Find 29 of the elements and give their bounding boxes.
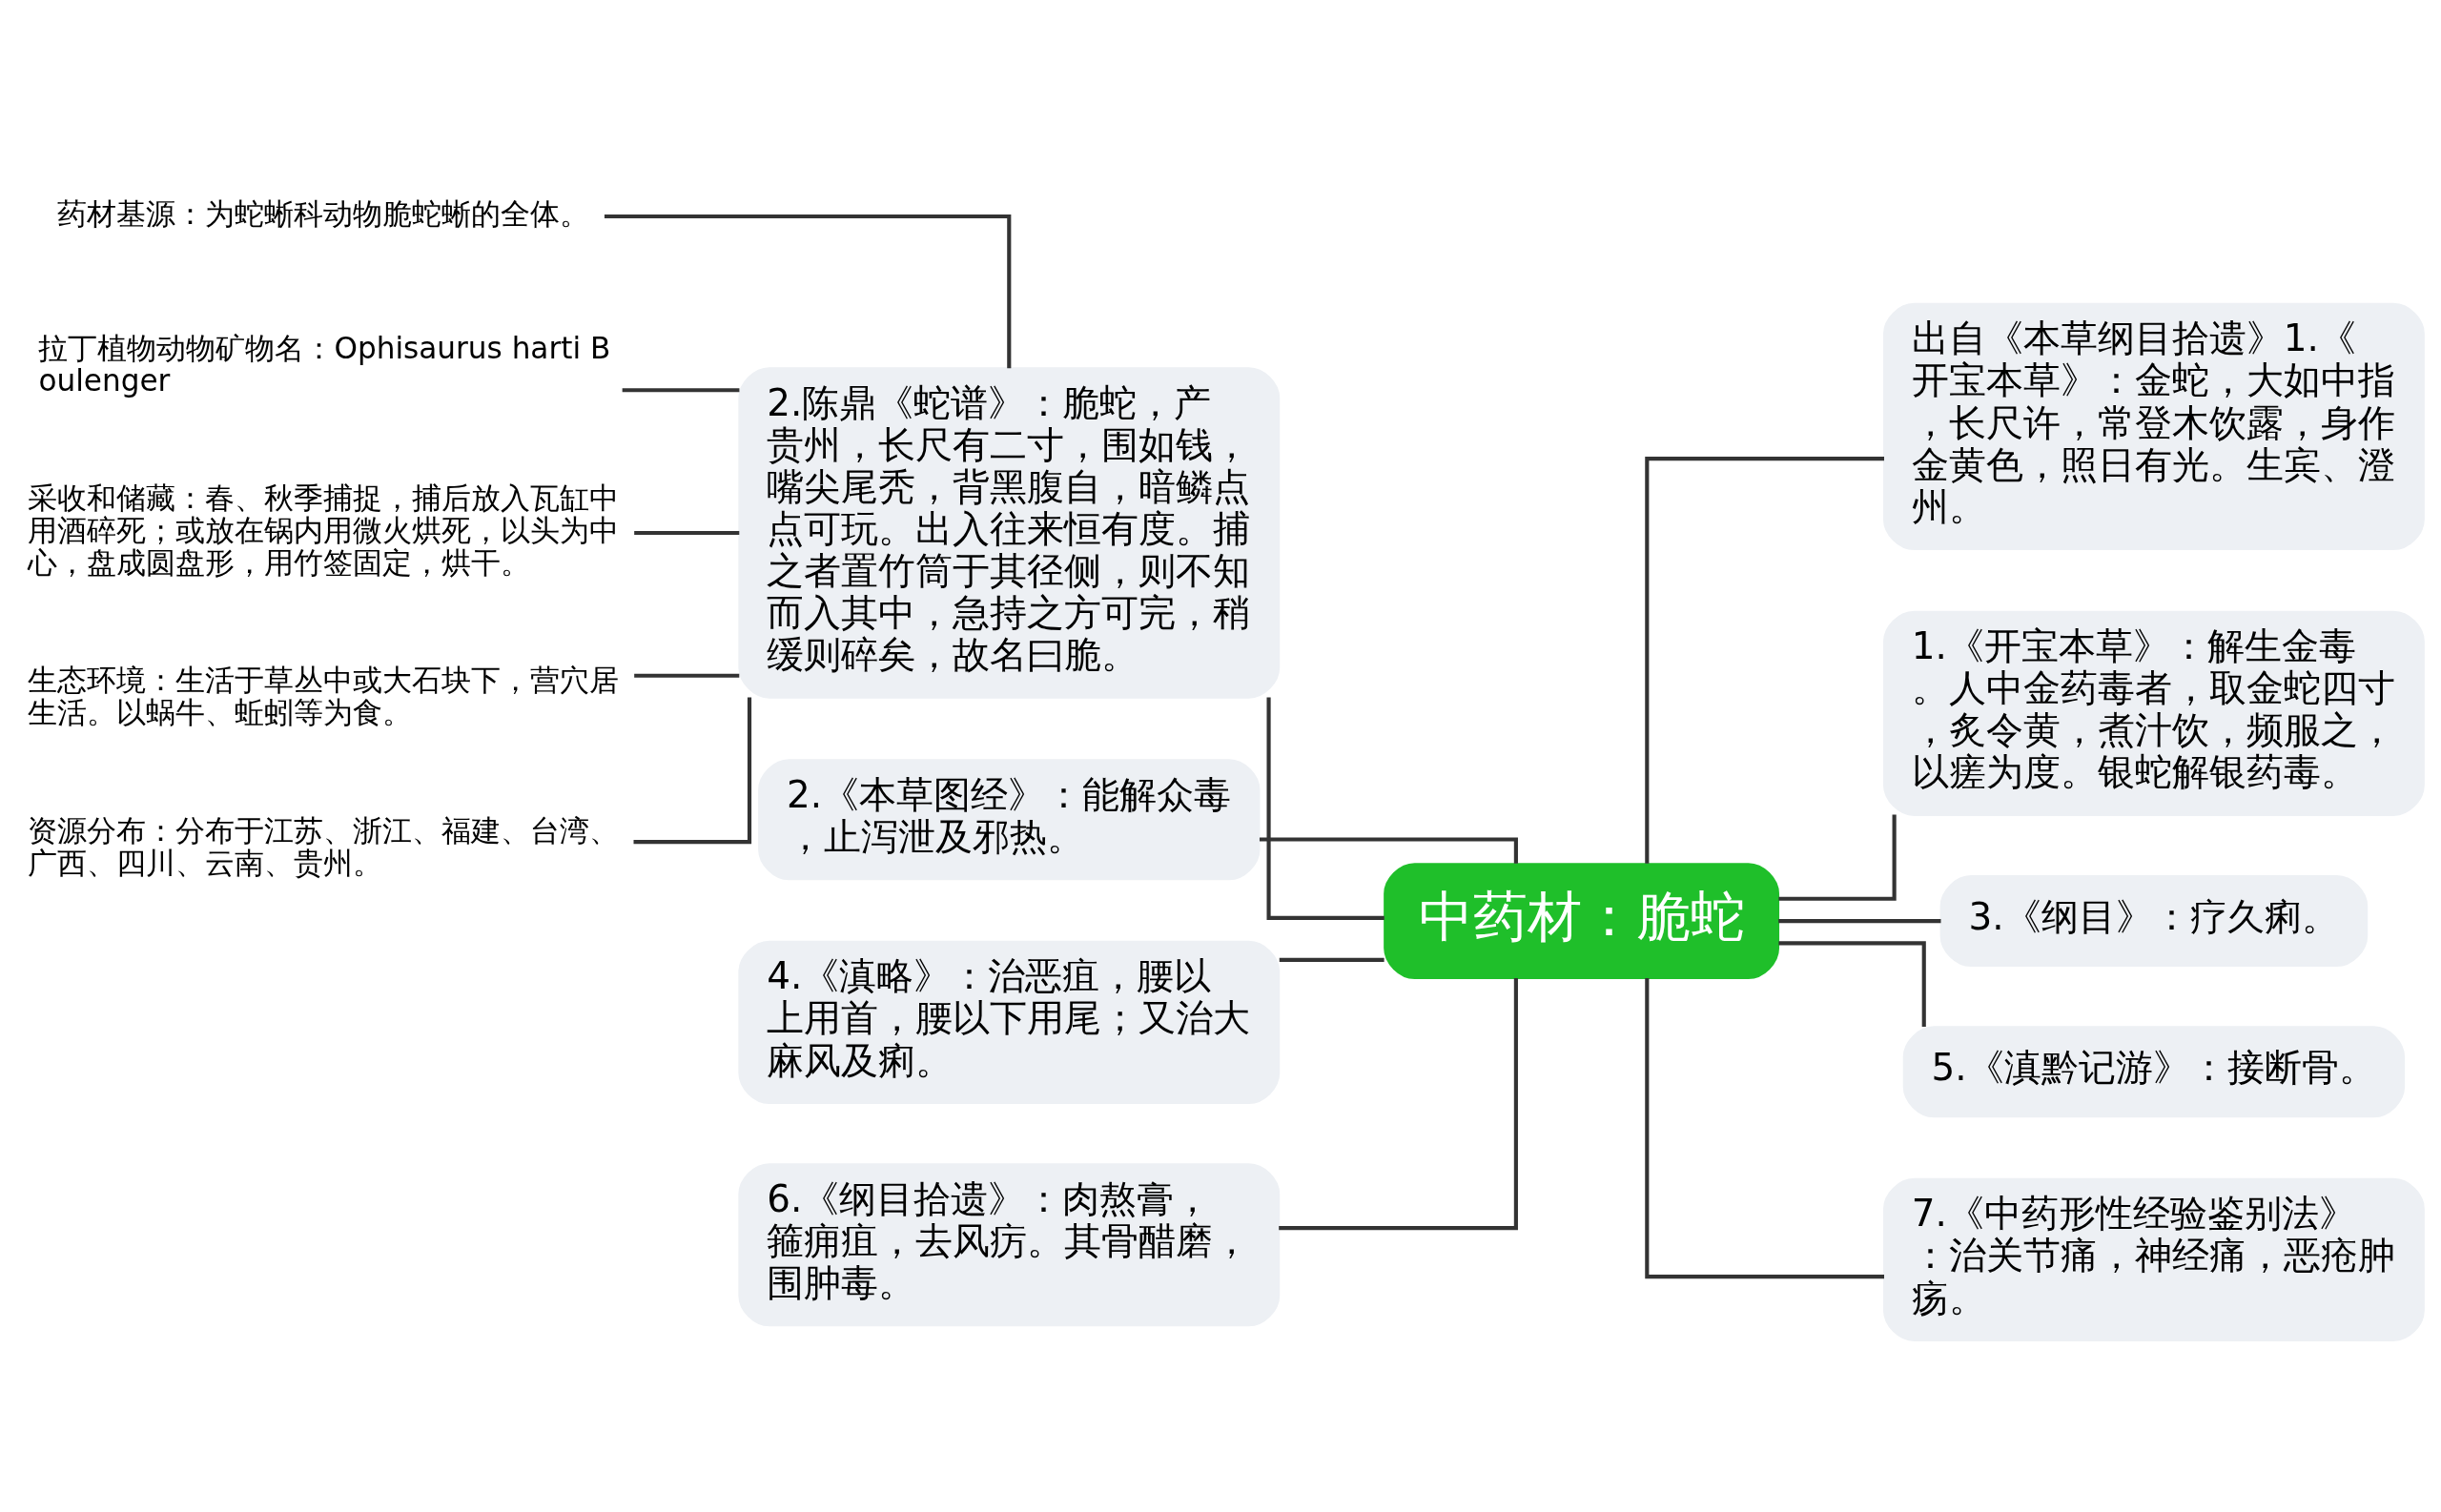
connector bbox=[1279, 957, 1385, 962]
node-text: 采收和储藏：春、秋季捕捉，捕后放入瓦缸中用酒碎死；或放在锅内用微火烘死，以头为中心，盘成圆盘形，用竹签固定，烘干。 bbox=[27, 480, 619, 580]
node-box: 4.《滇略》：治恶疽，腰以上用首，腰以下用尾；又治大麻风及痢。 bbox=[738, 940, 1281, 1104]
connector bbox=[1266, 697, 1385, 920]
node-box: 2.陈鼎《蛇谱》：脆蛇，产贵州，长尺有二寸，围如钱，嘴尖尾秃，背黑腹自，暗鳞点点可玩。出入往来恒有度。捕之者置竹筒于其径侧，则不知而入其中，急持之方可完，稍缓则碎矣，故名曰脆。 bbox=[738, 367, 1281, 699]
node-text: 资源分布：分布于江苏、浙江、福建、台湾、广西、四川、云南、贵州。 bbox=[27, 813, 619, 880]
node-box: 3.《纲目》：疗久痢。 bbox=[1939, 875, 2369, 968]
node-box: 中药材：脆蛇 bbox=[1384, 863, 1780, 980]
node-box: 5.《滇黔记游》：接断骨。 bbox=[1902, 1026, 2406, 1118]
node-box: 出自《本草纲目拾遗》1.《开宝本草》：金蛇，大如中指，长尺许，常登木饮露，身作金黄色，照日有光。生宾、澄州。 bbox=[1882, 302, 2425, 551]
connector bbox=[634, 673, 740, 678]
node-text: 药材基源：为蛇蜥科动物脆蛇蜥的全体。 bbox=[56, 196, 589, 232]
node-box: 7.《中药形性经验鉴别法》：治关节痛，神经痛，恶疮肿疡。 bbox=[1882, 1177, 2425, 1341]
connector bbox=[622, 388, 740, 393]
node-text: 拉丁植物动物矿物名：Ophisaurus harti Boulenger bbox=[38, 331, 611, 398]
connector bbox=[1778, 919, 1941, 924]
connector bbox=[633, 697, 752, 845]
connector bbox=[634, 530, 740, 536]
node-text: 生态环境：生活于草丛中或大石块下，营穴居生活。以蜗牛、蚯蚓等为食。 bbox=[27, 662, 619, 729]
connector bbox=[1279, 977, 1518, 1231]
connector bbox=[1259, 837, 1518, 864]
connector bbox=[1778, 941, 1926, 1028]
connector bbox=[1645, 978, 1884, 1279]
connector bbox=[1645, 457, 1884, 864]
node-box: 1.《开宝本草》：解生金毒。人中金药毒者，取金蛇四寸，炙令黄，煮汁饮，频服之，以瘥为度。银蛇解银药毒。 bbox=[1882, 610, 2425, 816]
connector bbox=[1778, 814, 1897, 901]
connector bbox=[604, 214, 1012, 369]
node-box: 6.《纲目拾遗》：肉熬膏，箍痈疽，去风疠。其骨醋磨，围肿毒。 bbox=[738, 1163, 1281, 1327]
node-box: 2.《本草图经》：能解众毒，止泻泄及邪热。 bbox=[758, 759, 1261, 881]
